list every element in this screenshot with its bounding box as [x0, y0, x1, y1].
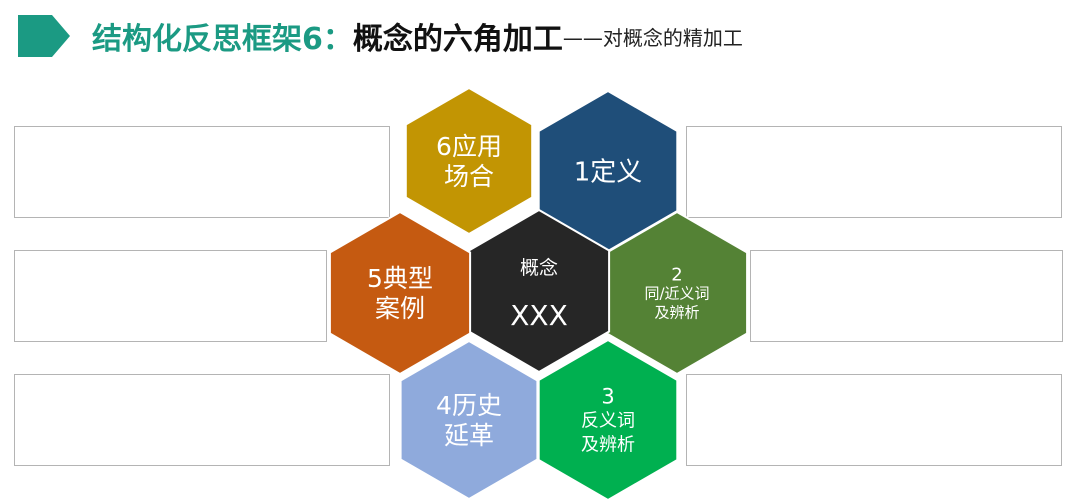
hexagon-application-label: 场合 [444, 162, 494, 191]
answer-box-top-left[interactable] [14, 126, 390, 218]
answer-box-middle-left[interactable] [14, 250, 327, 342]
hexagon-antonym-label: 3 [601, 385, 614, 409]
title-marker-icon [18, 15, 70, 57]
hexagon-definition-label: 1定义 [574, 157, 643, 187]
answer-box-bottom-left[interactable] [14, 374, 390, 466]
hexagon-synonym-label: 2 [671, 265, 682, 286]
hexagon-antonym [537, 338, 679, 502]
hexagon-synonym-label: 同/近义词 [644, 284, 709, 302]
hexagon-center-label: 概念 [520, 256, 558, 279]
hexagon-case-label: 案例 [375, 294, 425, 323]
hexagon-application [404, 86, 534, 236]
title-subtitle: ——对概念的精加工 [562, 25, 743, 50]
hexagon-center-label: XXX [510, 299, 568, 332]
answer-box-bottom-right[interactable] [686, 374, 1062, 466]
answer-box-top-right[interactable] [686, 126, 1062, 218]
hexagon-case [328, 210, 472, 376]
hexagon-center [467, 208, 611, 374]
hexagon-case-label: 5典型 [367, 264, 433, 293]
answer-box-middle-right[interactable] [750, 250, 1063, 342]
title-bar: 结构化反思框架6： 概念的六角加工 ——对概念的精加工 [18, 8, 743, 64]
hexagon-application-label: 6应用 [436, 132, 502, 161]
hexagon-antonym-label: 及辨析 [581, 435, 635, 456]
hexagon-antonym-label: 反义词 [581, 411, 635, 432]
hexagon-history-label: 4历史 [436, 391, 502, 420]
title-main: 结构化反思框架6： [92, 22, 353, 57]
hexagon-history-label: 延革 [444, 421, 494, 450]
hexagon-history [399, 339, 539, 501]
title-main-bold: 概念的六角加工 [352, 22, 563, 57]
hexagon-synonym-label: 及辨析 [654, 303, 699, 321]
